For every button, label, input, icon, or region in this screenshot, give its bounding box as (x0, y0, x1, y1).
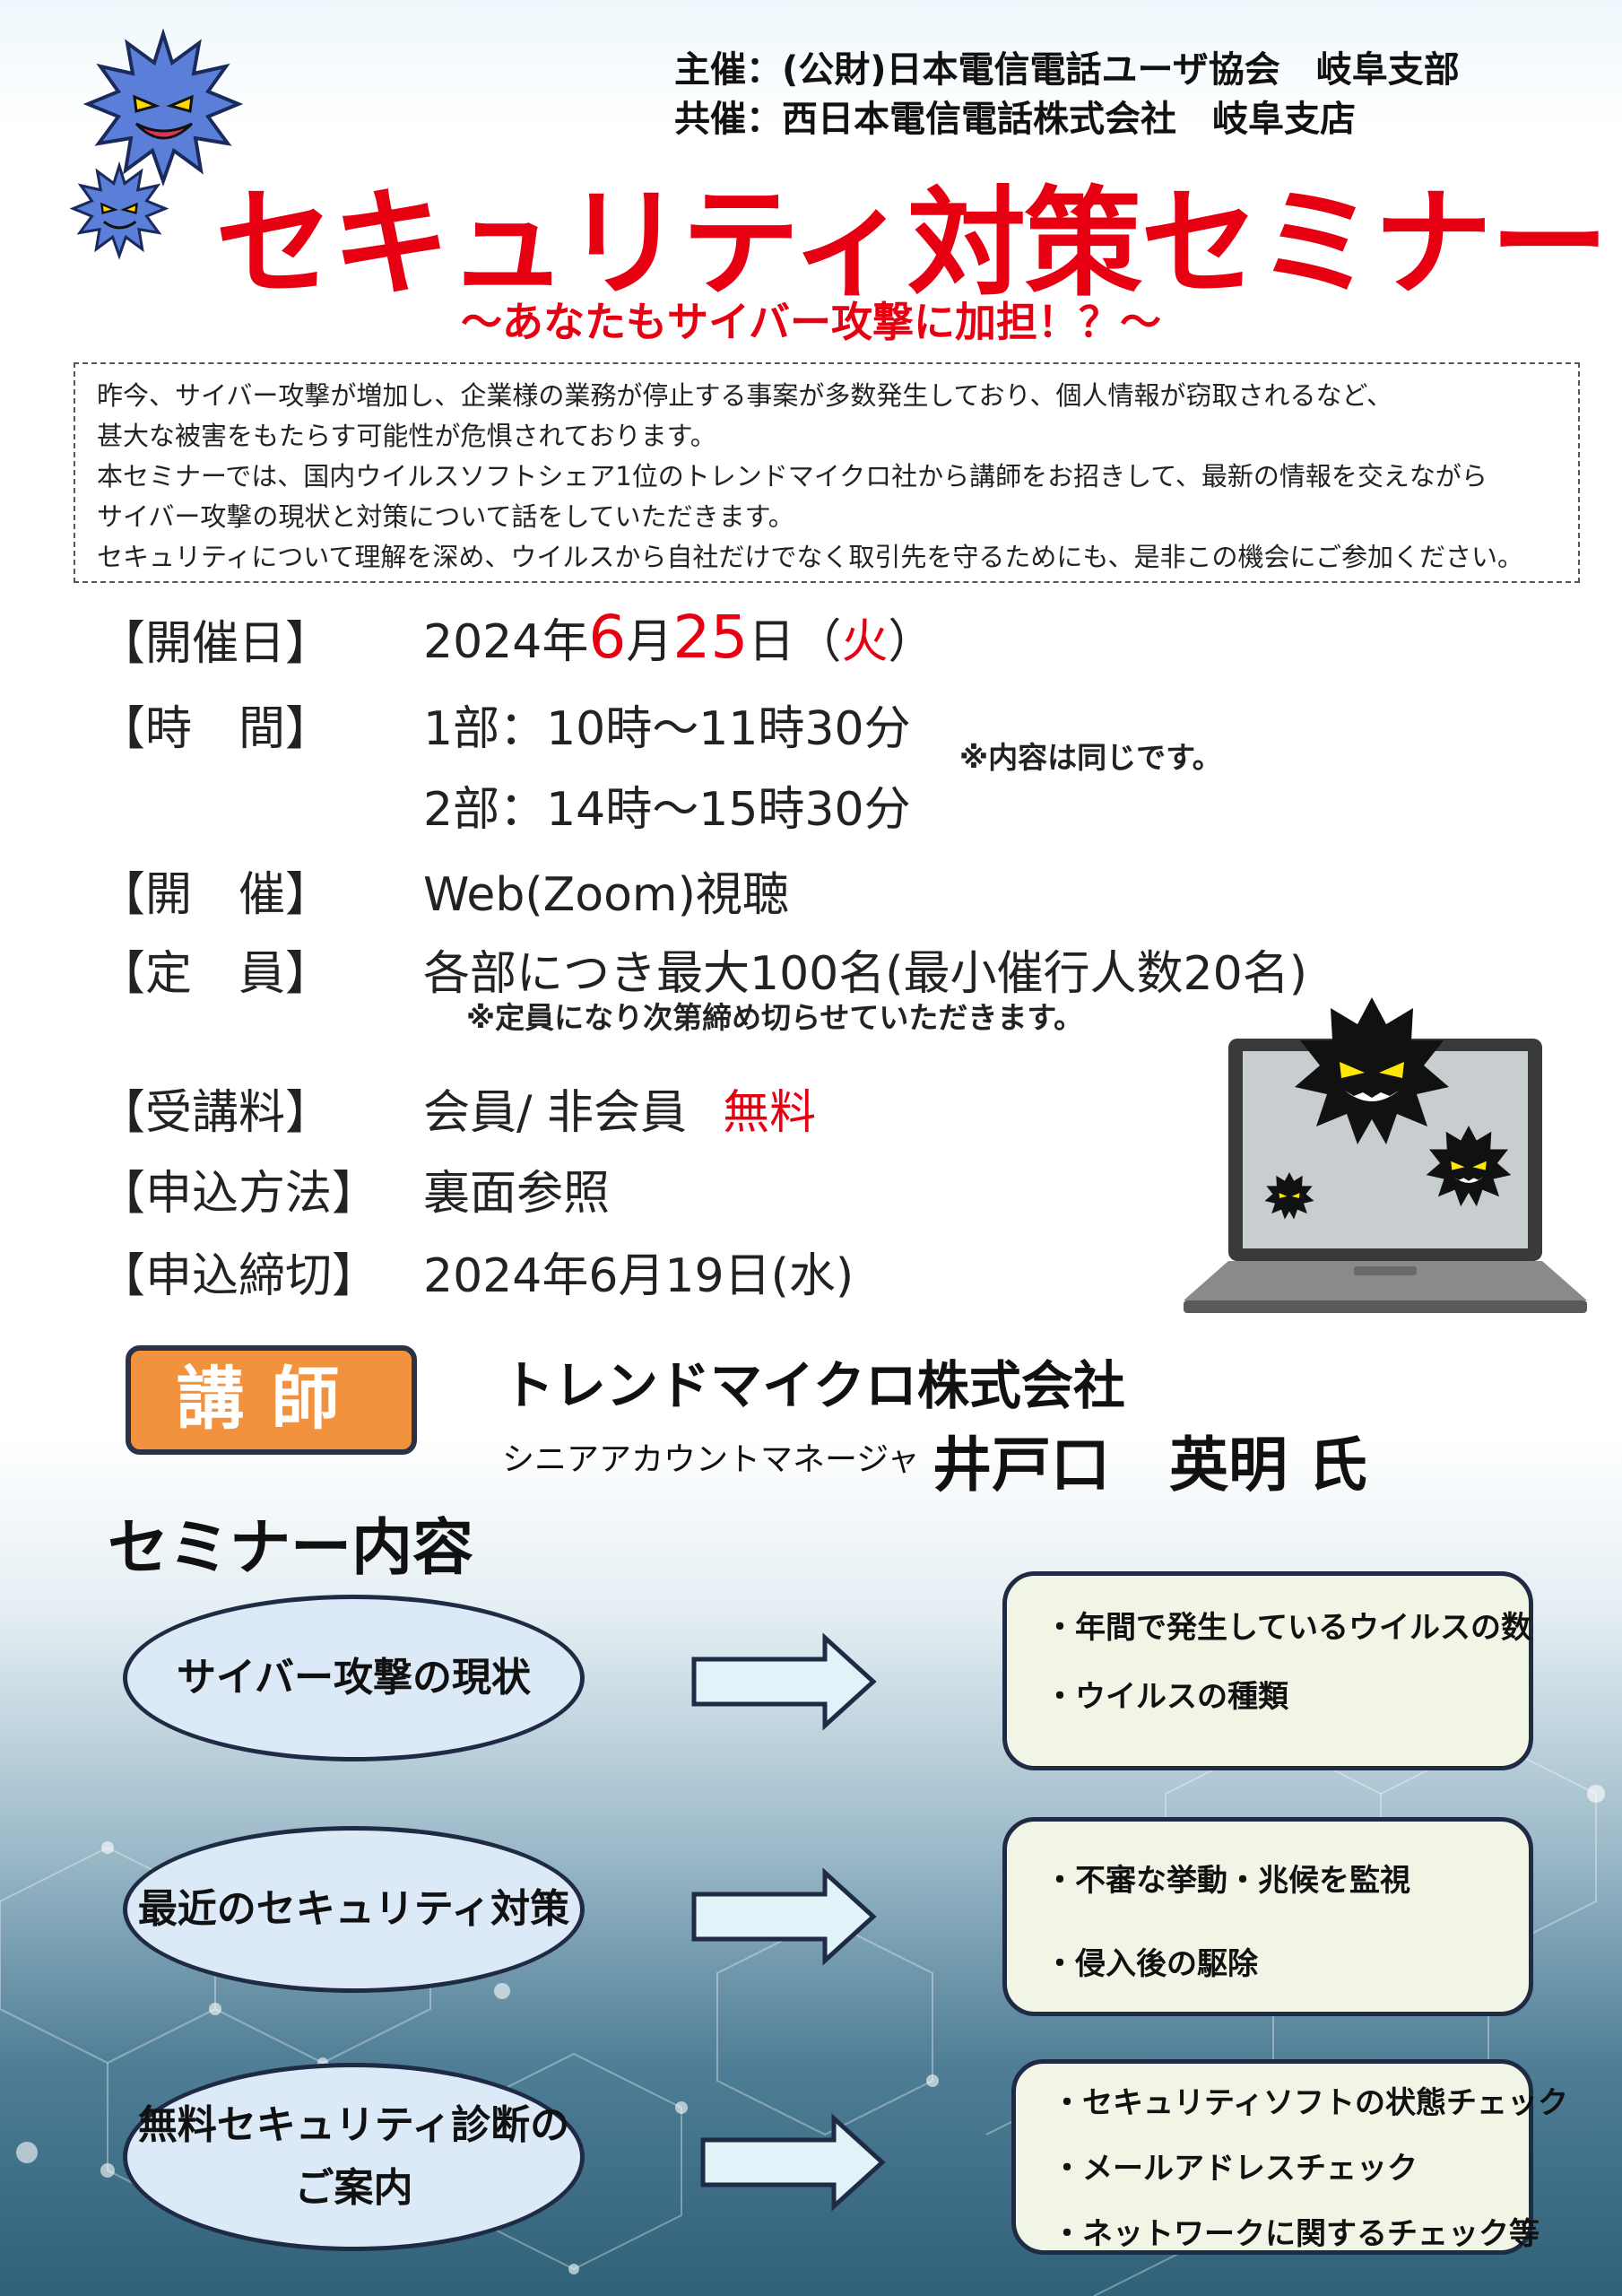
topic-panel: ・セキュリティソフトの状態チェック ・メールアドレスチェック ・ネットワークに関… (1011, 2059, 1568, 2255)
date-year: 2024年 (423, 615, 589, 669)
page-title: セキュリティ対策セミナー (215, 175, 1609, 313)
intro-line: セキュリティについて理解を深め、ウイルスから自社だけでなく取引先を守るためにも、… (97, 542, 1523, 572)
capacity-value: 各部につき最大100名(最小催行人数20名) (423, 947, 1307, 1001)
deadline-label: 【申込締切】 (99, 1249, 379, 1303)
capacity-label: 【定 員】 (99, 947, 333, 1001)
topic-point: ・ネットワークに関するチェック等 (1052, 2216, 1540, 2252)
topic-oval: 無料セキュリティ診断の ご案内 (123, 2063, 585, 2251)
virus-character-large-icon (82, 28, 244, 187)
intro-box: 昨今、サイバー攻撃が増加し、企業様の業務が停止する事案が多数発生しており、個人情… (74, 362, 1580, 583)
time-label: 【時 間】 (99, 702, 333, 756)
topic-panel: ・年間で発生しているウイルスの数 ・ウイルスの種類 (1002, 1571, 1533, 1770)
fee-label: 【受講料】 (99, 1086, 333, 1140)
right-arrow-icon (700, 2113, 886, 2212)
venue-value: Web(Zoom)視聴 (423, 868, 789, 922)
topic-oval: 最近のセキュリティ対策 (123, 1826, 585, 1993)
topic-point: ・不審な挙動・兆候を監視 (1045, 1863, 1410, 1899)
lecturer-name: 井戸口 英明 氏 (932, 1431, 1367, 1500)
date-day-unit: 日（ (748, 615, 842, 669)
date-month: 6 (588, 603, 627, 672)
topic-title-line: ご案内 (294, 2165, 413, 2211)
intro-line: 本セミナーでは、国内ウイルスソフトシェア1位のトレンドマイクロ社から講師をお招き… (97, 461, 1488, 491)
date-value: 2024年6月25日（火） (423, 603, 934, 672)
fee-free: 無料 (723, 1086, 817, 1140)
topic-oval: サイバー攻撃の現状 (123, 1595, 585, 1761)
time-part2: 2部：14時～15時30分 (423, 783, 911, 837)
date-month-unit: 月 (626, 615, 673, 669)
intro-line: 甚大な被害をもたらす可能性が危惧されております。 (97, 421, 716, 451)
date-close: ） (888, 615, 935, 669)
right-arrow-icon (691, 1867, 877, 1966)
apply-value: 裏面参照 (423, 1167, 611, 1221)
date-weekday: 火 (841, 615, 889, 669)
seminar-content-heading: セミナー内容 (108, 1513, 474, 1584)
fee-value: 会員/ 非会員無料 (423, 1074, 816, 1142)
lecturer-badge: 講師 (126, 1345, 417, 1455)
apply-label: 【申込方法】 (99, 1167, 379, 1221)
virus-character-small-icon (70, 161, 169, 260)
topic-point: ・侵入後の駆除 (1045, 1946, 1258, 1982)
topic-point: ・セキュリティソフトの状態チェック (1052, 2085, 1568, 2121)
page-subtitle: ～あなたもサイバー攻撃に加担！？～ (460, 298, 1162, 346)
organizer-text: 主催：(公財)日本電信電話ユーザ協会 岐阜支部 (674, 49, 1460, 91)
venue-label: 【開 催】 (99, 868, 333, 922)
capacity-note: ※定員になり次第締め切らせていただきます。 (466, 1000, 1084, 1035)
topic-title-line: 無料セキュリティ診断の (137, 2102, 570, 2148)
right-arrow-icon (691, 1632, 877, 1731)
lecturer-company: トレンドマイクロ株式会社 (502, 1355, 1125, 1416)
co-organizer-text: 共催：西日本電信電話株式会社 岐阜支店 (674, 99, 1356, 140)
topic-point: ・ウイルスの種類 (1045, 1679, 1288, 1715)
fee-members: 会員/ 非会員 (423, 1086, 688, 1140)
lecturer-role: シニアアカウントマネージャ (502, 1441, 920, 1478)
date-label: 【開催日】 (99, 617, 333, 671)
topic-point: ・年間で発生しているウイルスの数 (1045, 1610, 1531, 1646)
intro-line: 昨今、サイバー攻撃が増加し、企業様の業務が停止する事案が多数発生しており、個人情… (97, 380, 1393, 411)
date-day: 25 (672, 603, 749, 672)
topic-panel: ・不審な挙動・兆候を監視 ・侵入後の駆除 (1002, 1817, 1533, 2016)
deadline-value: 2024年6月19日(水) (423, 1249, 854, 1303)
time-note: ※内容は同じです。 (959, 740, 1222, 775)
intro-line: サイバー攻撃の現状と対策について話をしていただきます。 (97, 501, 794, 532)
laptop-virus-illustration (1184, 997, 1587, 1313)
time-part1: 1部：10時～11時30分 (423, 702, 911, 756)
topic-point: ・メールアドレスチェック (1052, 2151, 1418, 2187)
